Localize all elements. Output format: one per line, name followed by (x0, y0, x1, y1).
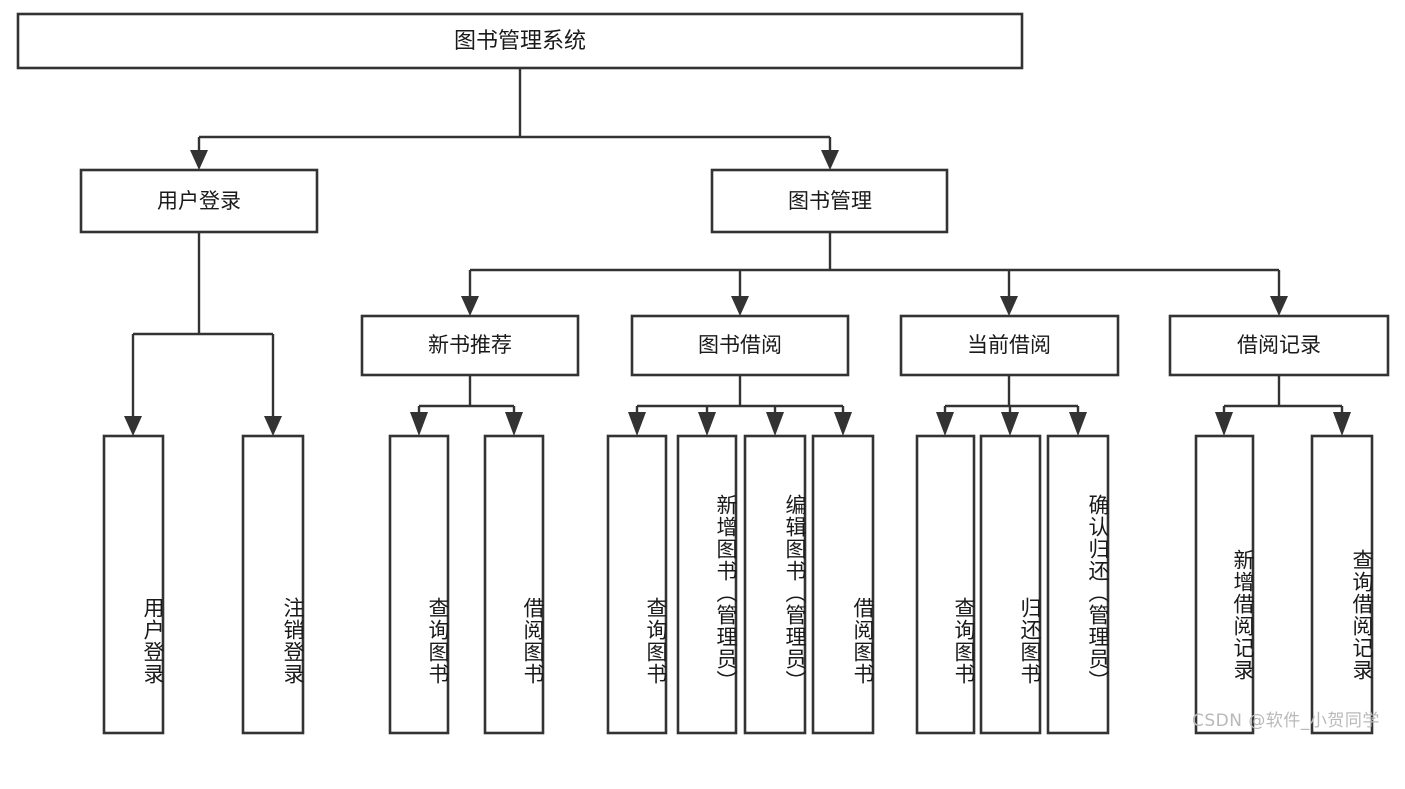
arrow-root-to-book-manage (821, 150, 839, 170)
arrow-bookmanage-to-borrow-record (1270, 296, 1288, 316)
arrow-currentborrow-leaf-1 (936, 412, 954, 436)
node-new-book-recommend-rect[interactable] (360, 314, 580, 377)
node-book-manage-rect[interactable] (710, 168, 949, 234)
node-user-login[interactable]: 用户登录 (79, 168, 319, 234)
node-root-label: 图书管理系统 (454, 29, 586, 54)
node-new-book-recommend-label: 新书推荐 (428, 333, 512, 357)
node-leaf-query-book-bor-rect[interactable] (606, 434, 668, 735)
node-leaf-add-book-admin-rect[interactable] (676, 434, 738, 735)
node-book-borrow-label: 图书借阅 (698, 333, 782, 357)
node-leaf-user-login-rect[interactable] (102, 434, 165, 735)
node-user-login-label: 用户登录 (157, 189, 241, 213)
arrow-bookmanage-to-book-borrow (731, 296, 749, 316)
node-leaf-logout-rect[interactable] (241, 434, 305, 735)
arrow-bookmanage-to-current-borrow (1000, 296, 1018, 316)
node-book-borrow-rect[interactable] (630, 314, 850, 377)
node-leaf-query-borrow-record-rect[interactable] (1310, 434, 1374, 735)
node-root-rect[interactable] (16, 12, 1024, 70)
diagram-canvas: 图书管理系统 用户登录 图书管理 新书推荐 图书借阅 (16, 12, 1390, 735)
arrow-borrowrecord-leaf-2 (1333, 412, 1351, 436)
node-layer: 图书管理系统 用户登录 图书管理 新书推荐 图书借阅 (16, 12, 1390, 735)
edge-layer (124, 68, 1351, 436)
node-leaf-confirm-return-admin-rect[interactable] (1046, 434, 1110, 735)
node-leaf-borrow-book-bor-rect[interactable] (811, 434, 875, 735)
arrow-newbook-leaf-2 (505, 412, 523, 436)
csdn-watermark: CSDN @软件_小贺同学 (1192, 711, 1380, 731)
arrow-currentborrow-leaf-2 (1001, 412, 1019, 436)
node-borrow-record[interactable]: 借阅记录 (1168, 314, 1390, 377)
node-book-borrow[interactable]: 图书借阅 (630, 314, 850, 377)
arrow-bookborrow-leaf-1 (628, 412, 646, 436)
diagram-svg: 图书管理系统 用户登录 图书管理 新书推荐 图书借阅 (16, 12, 1390, 735)
arrow-root-to-user-login (190, 150, 208, 170)
node-book-manage[interactable]: 图书管理 (710, 168, 949, 234)
node-current-borrow-rect[interactable] (899, 314, 1120, 377)
arrow-borrowrecord-leaf-1 (1215, 412, 1233, 436)
arrow-bookborrow-leaf-4 (834, 412, 852, 436)
node-borrow-record-rect[interactable] (1168, 314, 1390, 377)
node-current-borrow-label: 当前借阅 (967, 333, 1051, 357)
node-leaf-edit-book-admin-rect[interactable] (743, 434, 807, 735)
node-leaf-return-book-rect[interactable] (979, 434, 1042, 735)
arrow-bookborrow-leaf-3 (766, 412, 784, 436)
node-user-login-rect[interactable] (79, 168, 319, 234)
node-new-book-recommend[interactable]: 新书推荐 (360, 314, 580, 377)
arrow-bookborrow-leaf-2 (698, 412, 716, 436)
arrow-userlogin-leaf-1 (124, 416, 142, 436)
node-book-manage-label: 图书管理 (788, 189, 872, 213)
node-leaf-add-borrow-record-rect[interactable] (1194, 434, 1255, 735)
arrow-newbook-leaf-1 (410, 412, 428, 436)
node-leaf-query-book-cur-rect[interactable] (915, 434, 976, 735)
arrow-userlogin-leaf-2 (264, 416, 282, 436)
node-current-borrow[interactable]: 当前借阅 (899, 314, 1120, 377)
node-leaf-query-book-rec-rect[interactable] (388, 434, 450, 735)
arrow-bookmanage-to-new-book (461, 296, 479, 316)
node-leaf-borrow-book-rec-rect[interactable] (483, 434, 545, 735)
node-root[interactable]: 图书管理系统 (16, 12, 1024, 70)
node-borrow-record-label: 借阅记录 (1237, 333, 1321, 357)
arrow-currentborrow-leaf-3 (1069, 412, 1087, 436)
